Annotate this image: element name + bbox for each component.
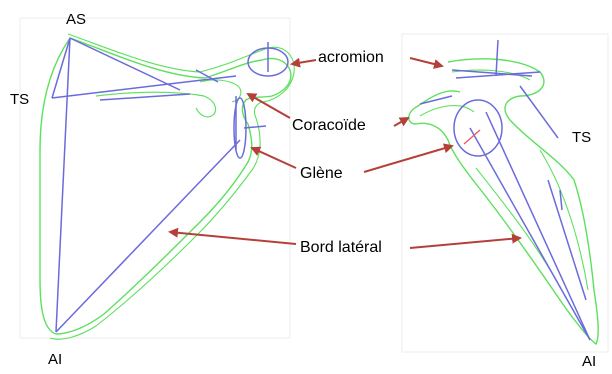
label-ts-left: TS <box>10 91 30 108</box>
label-acromion: acromion <box>318 49 384 66</box>
label-as: AS <box>66 11 87 28</box>
label-bord-lateral: Bord latéral <box>300 239 382 256</box>
left-view-frame <box>19 17 291 339</box>
annotation-arrows <box>168 57 522 249</box>
right-scapula-outline <box>408 58 599 346</box>
right-view-frame <box>401 33 609 353</box>
right-scapula <box>408 39 599 346</box>
left-coracoid-outline-2 <box>199 79 242 103</box>
left-scapula-outline-outer <box>49 33 295 340</box>
left-scapula <box>39 33 295 340</box>
label-ai-right: AI <box>582 353 597 370</box>
left-coracoid-outline <box>95 91 217 118</box>
label-ts-right: TS <box>572 129 592 146</box>
arrow-acromion-left <box>290 57 317 68</box>
arrow-bord-lateral-right <box>409 233 522 249</box>
left-scapula-outline <box>39 37 292 335</box>
right-scapula-outline-inner <box>419 69 589 299</box>
arrow-coracoide-right <box>393 117 410 127</box>
arrow-coracoide-left <box>246 93 291 119</box>
label-coracoide: Coracoïde <box>292 117 366 134</box>
arrow-glene-left <box>250 146 297 169</box>
arrow-bord-lateral-left <box>168 227 297 245</box>
arrow-glene-right <box>363 143 454 173</box>
label-ai-left: AI <box>48 351 63 368</box>
arrow-acromion-right <box>409 57 444 69</box>
label-glene: Glène <box>300 165 343 182</box>
